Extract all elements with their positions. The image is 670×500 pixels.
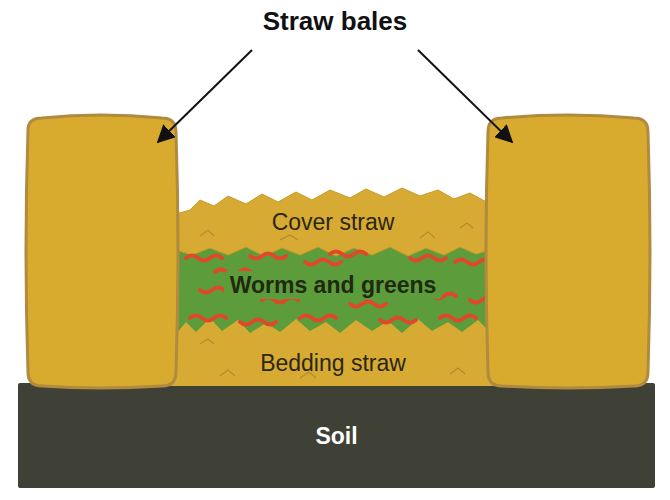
worm bbox=[186, 256, 222, 261]
soil-band bbox=[18, 383, 655, 488]
worms bbox=[186, 252, 506, 325]
part-label: Straw bales bbox=[263, 6, 408, 37]
straw-layer-band: Cover straw bbox=[178, 200, 488, 244]
worm bbox=[250, 254, 286, 259]
bedding-straw-edge bbox=[176, 318, 490, 340]
worm bbox=[380, 318, 416, 323]
straw-texture bbox=[200, 223, 473, 378]
worm bbox=[240, 320, 276, 325]
worm bbox=[330, 252, 366, 257]
worm bbox=[305, 260, 341, 265]
soil-band: Soil bbox=[18, 386, 655, 486]
worm bbox=[350, 302, 386, 307]
straw-bale bbox=[26, 115, 178, 388]
leader-arrow bbox=[158, 50, 252, 142]
cover-straw-layer bbox=[176, 188, 490, 256]
straw-bale bbox=[486, 115, 650, 388]
straw-layer-band: Bedding straw bbox=[178, 342, 488, 384]
leader-arrow bbox=[418, 50, 512, 142]
worm bbox=[410, 256, 446, 261]
greens-layer bbox=[176, 244, 490, 334]
worm bbox=[300, 316, 336, 321]
band-label: Worms and greens bbox=[224, 271, 443, 299]
worm bbox=[440, 316, 476, 321]
band-label: Bedding straw bbox=[260, 350, 406, 376]
band-label: Soil bbox=[315, 423, 357, 449]
band-label: Cover straw bbox=[272, 209, 395, 235]
worm-layer-band: Worms and greens bbox=[178, 250, 488, 320]
worm bbox=[190, 316, 226, 321]
